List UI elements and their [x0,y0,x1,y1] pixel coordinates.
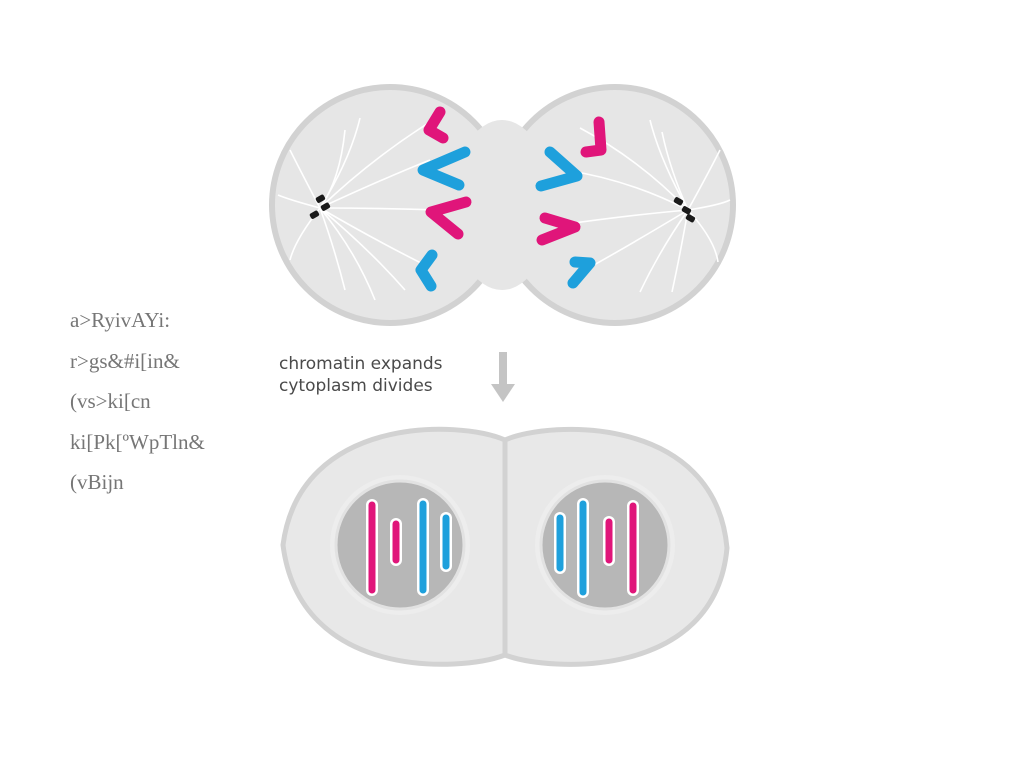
right-nucleus [535,475,675,615]
cleavage-overlap [452,120,552,290]
side-note-2: r>gs&#i[in& [70,348,180,373]
chromosome-cyan [535,146,583,192]
caption: chromatin expands cytoplasm divides [279,353,443,397]
left-chromatids [415,106,472,292]
dividing-cell [269,84,736,326]
chromosome-magenta [536,212,581,246]
caption-line-2: cytoplasm divides [279,376,433,396]
chromosome-magenta [423,106,449,144]
side-note-1: a>RyivAYi: [70,308,171,332]
side-note-5: (vBijn [70,470,124,494]
right-chromatids [535,116,607,289]
side-note-3: (vs>ki[cn [70,389,151,413]
chromosome-cyan [415,249,438,292]
chromosome-cyan [567,256,596,289]
left-spindle-fibers [277,117,441,301]
side-note-4: ki[Pk[ºWpTln& [70,429,205,454]
right-centrosome-icon [673,197,696,223]
chromosome-cyan [417,146,471,191]
down-arrow-icon [491,352,515,402]
caption-line-1: chromatin expands [279,354,443,374]
left-nucleus [330,475,470,615]
daughter-cells [280,426,730,667]
left-centrosome-icon [309,194,331,219]
side-notes: a>RyivAYi: r>gs&#i[in& (vs>ki[cn ki[Pk[º… [70,300,260,503]
chromosome-magenta [580,116,607,158]
chromosome-magenta [425,196,472,240]
